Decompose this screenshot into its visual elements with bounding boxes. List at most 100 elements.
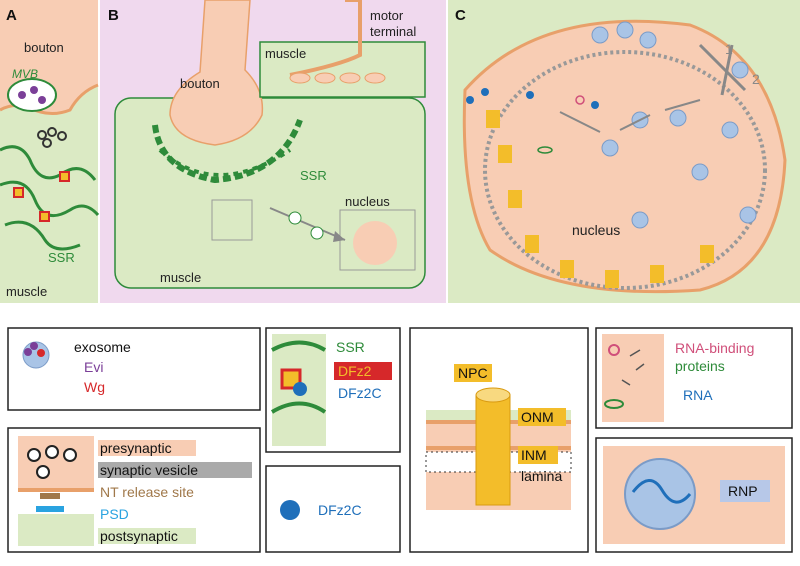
evi-icon bbox=[30, 342, 38, 350]
panel-b-ssr bbox=[152, 118, 303, 184]
inset-bouton bbox=[314, 72, 336, 84]
rnp bbox=[601, 139, 619, 157]
legend-postsynaptic-swatch bbox=[98, 528, 196, 544]
legend-exosome-box bbox=[7, 327, 261, 411]
legend-onm-swatch bbox=[518, 408, 566, 426]
panel-c-nucleus-label: nucleus bbox=[572, 222, 620, 238]
rnp bbox=[691, 163, 709, 181]
legend-dfz2c: DFz2C bbox=[265, 465, 401, 553]
legend-presynaptic-swatch bbox=[98, 440, 196, 456]
legend-wg-label: Wg bbox=[84, 379, 105, 395]
panel-a-bouton-label: bouton bbox=[24, 40, 64, 55]
evi-icon bbox=[24, 348, 32, 356]
panel-a-mvb bbox=[7, 78, 57, 112]
panel-b-ssr bbox=[158, 148, 292, 177]
legend-presynaptic-label: presynaptic bbox=[100, 440, 172, 456]
legend-exosome-label: exosome bbox=[74, 339, 131, 355]
synaptic-vesicle-icon bbox=[63, 448, 77, 462]
legend-lamina-label: lamina bbox=[521, 468, 562, 484]
panel-b-transport-arrow bbox=[269, 207, 346, 241]
ssr-membrane-icon bbox=[271, 340, 327, 352]
legend-rna-label: RNA bbox=[683, 387, 713, 403]
legend-npc-label: NPC bbox=[458, 365, 488, 381]
panel-c-letter: C bbox=[455, 7, 466, 24]
synaptic-vesicle bbox=[47, 127, 57, 137]
dfz2-receptor bbox=[59, 171, 70, 182]
rna-fragment-icon bbox=[621, 349, 645, 386]
panel-c-arrow-1-label: 1 bbox=[725, 41, 733, 57]
panel-b-bouton-label: bouton bbox=[180, 76, 220, 91]
npc bbox=[560, 260, 574, 278]
panel-b-zoom-box bbox=[211, 199, 253, 241]
legend-synaptic-vesicle-label: synaptic vesicle bbox=[100, 462, 198, 478]
legend-npc: NPC ONM INM lamina bbox=[409, 327, 589, 553]
synaptic-vesicle-icon bbox=[27, 448, 41, 462]
exosome-mark bbox=[30, 86, 38, 94]
legend-dfz2c-only-label: DFz2C bbox=[318, 502, 362, 518]
panel-b-muscle-cell bbox=[114, 97, 426, 289]
panel-c: C 1 2 nucleus bbox=[448, 0, 800, 303]
panel-c-transport-arrow bbox=[664, 99, 701, 111]
exosome-mark bbox=[18, 91, 26, 99]
panel-b-muscle-bottom-label: muscle bbox=[160, 270, 201, 285]
legend-exosome: exosome Evi Wg bbox=[7, 327, 261, 411]
rnp bbox=[721, 121, 739, 139]
dfz2c-particle bbox=[591, 101, 599, 109]
npc bbox=[700, 245, 714, 263]
legend-dfz2-swatch bbox=[334, 362, 392, 380]
npc bbox=[508, 190, 522, 208]
panel-c-arrow-1 bbox=[720, 44, 734, 96]
panel-b-nucleus bbox=[353, 221, 397, 265]
transport-vesicle bbox=[288, 211, 302, 225]
panel-b-transport-arrowhead bbox=[333, 231, 345, 242]
rnp-rna-icon bbox=[631, 479, 692, 504]
legend-inm-swatch bbox=[518, 446, 558, 464]
transport-vesicle bbox=[310, 226, 324, 240]
presynaptic-membrane-icon bbox=[18, 488, 94, 492]
npc bbox=[486, 110, 500, 128]
synaptic-vesicle bbox=[42, 138, 52, 148]
dfz2-receptor bbox=[13, 187, 24, 198]
inset-bouton bbox=[364, 72, 386, 84]
dfz2c-particle bbox=[466, 96, 474, 104]
npc-icon bbox=[475, 394, 511, 506]
rnp bbox=[616, 21, 634, 39]
panel-c-arrow-2 bbox=[698, 43, 747, 92]
rna-binding-protein-icon bbox=[608, 344, 620, 356]
synaptic-vesicle-icon bbox=[36, 465, 50, 479]
legend-inm-label: INM bbox=[521, 447, 547, 463]
dfz2c-icon bbox=[293, 382, 307, 396]
panel-c-lamina bbox=[483, 50, 767, 290]
inset-bouton bbox=[339, 72, 361, 84]
panel-a-ssr-fold bbox=[0, 145, 97, 181]
panel-b-nucleus-label: nucleus bbox=[345, 194, 390, 209]
legend-dfz2-label: DFz2 bbox=[338, 363, 372, 379]
exosome-mark bbox=[38, 96, 46, 104]
dfz2c-icon bbox=[280, 500, 300, 520]
presynaptic-icon bbox=[18, 436, 94, 488]
legend-rna-binding-label-1: RNA-binding bbox=[675, 340, 754, 356]
synaptic-vesicle-icon bbox=[45, 445, 59, 459]
panel-b-motor-label: motor bbox=[370, 8, 404, 23]
npc bbox=[525, 235, 539, 253]
synaptic-vesicle bbox=[37, 130, 47, 140]
rnp bbox=[731, 61, 749, 79]
npc bbox=[605, 270, 619, 288]
legend-synaptic-vesicle-swatch bbox=[98, 462, 252, 478]
synaptic-vesicle bbox=[57, 131, 67, 141]
legend-rnp-label: RNP bbox=[728, 483, 758, 499]
rnp-icon bbox=[624, 458, 696, 530]
rna-mark bbox=[537, 146, 553, 154]
legend-ssr-label: SSR bbox=[336, 339, 365, 355]
npc-top-icon bbox=[475, 387, 511, 403]
rnp bbox=[591, 26, 609, 44]
panel-b-letter: B bbox=[108, 7, 119, 24]
panel-b: B muscle motor terminal bouton SSR nucle… bbox=[100, 0, 446, 303]
panel-a-ssr-fold bbox=[4, 220, 81, 251]
rna-icon bbox=[604, 399, 624, 409]
psd-icon bbox=[36, 506, 64, 512]
panel-b-muscle-top-label: muscle bbox=[265, 46, 306, 61]
rnp bbox=[669, 109, 687, 127]
legend-nt-release-site-label: NT release site bbox=[100, 484, 194, 500]
dfz2c-particle bbox=[481, 88, 489, 96]
